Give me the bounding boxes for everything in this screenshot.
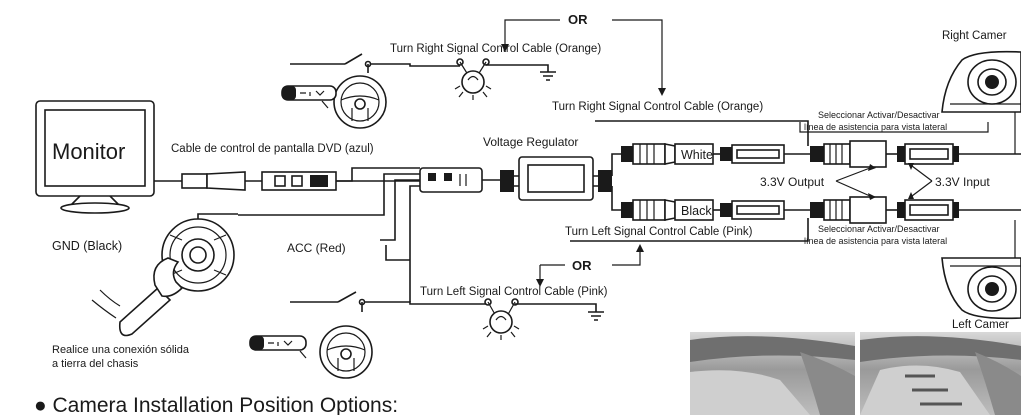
bottom-signal-circuit: [290, 291, 604, 340]
output-arrows: [835, 164, 876, 200]
or-top-arrow: [501, 19, 666, 96]
camera-options-heading: ● Camera Installation Position Options:: [34, 394, 398, 415]
right-camera-icon: [941, 50, 1021, 154]
select-bottom-line1: Seleccionar Activar/Desactivar: [818, 224, 940, 234]
output-label: 3.3V Output: [760, 175, 825, 189]
top-signal-circuit: [290, 53, 556, 100]
or-top-label: OR: [568, 12, 588, 27]
voltage-regulator: [500, 156, 612, 201]
left-camera-icon: [941, 220, 1021, 320]
monitor-cable: [154, 167, 420, 191]
or-bottom-arrow: [536, 244, 644, 287]
steering-wheel-bottom-icon: [319, 325, 373, 379]
select-top-bracket: [799, 122, 989, 133]
input-arrows: [908, 163, 933, 199]
dvd-cable-label: Cable de control de pantalla DVD (azul): [171, 143, 374, 155]
output-split: [611, 153, 621, 211]
black-connector: [621, 199, 810, 221]
camera-connector-bottom: [810, 196, 1021, 224]
gnd-label: GND (Black): [52, 239, 122, 253]
steering-wheel-top-icon: [333, 75, 387, 129]
turn-lever-bottom-icon: [249, 335, 307, 359]
camera-preview-right: [860, 332, 1021, 415]
ground-bolt-wrench-icon: [91, 213, 238, 337]
acc-label: ACC (Red): [287, 241, 346, 255]
voltage-regulator-label: Voltage Regulator: [483, 135, 578, 149]
main-harness-connector: [419, 167, 500, 193]
or-bottom-label: OR: [572, 258, 592, 273]
ground-note-line2: a tierra del chasis: [52, 358, 139, 370]
ground-note-line1: Realice una conexión sólida: [52, 344, 190, 356]
ground-and-acc-wires: [238, 173, 420, 302]
turn-right-mid-wire: [595, 120, 809, 146]
input-label: 3.3V Input: [935, 175, 990, 189]
camera-connector-top: [810, 140, 1021, 168]
white-connector: [621, 143, 810, 165]
turn-left-mid-wire: [570, 218, 809, 242]
monitor-label: Monitor: [52, 139, 125, 164]
right-camera-label: Right Camer: [942, 30, 1007, 42]
turn-right-top-label: Turn Right Signal Control Cable (Orange): [390, 43, 601, 55]
monitor-icon: [35, 100, 155, 214]
white-label: White: [681, 148, 713, 162]
left-camera-label: Left Camer: [952, 319, 1009, 331]
camera-preview-left: [690, 332, 855, 415]
black-label: Black: [681, 204, 712, 218]
turn-left-bottom-label: Turn Left Signal Control Cable (Pink): [420, 286, 608, 298]
turn-right-mid-label: Turn Right Signal Control Cable (Orange): [552, 101, 763, 113]
turn-lever-top-icon: [281, 85, 337, 109]
select-top-line1: Seleccionar Activar/Desactivar: [818, 110, 940, 120]
select-top-line2: línea de asistencia para vista lateral: [804, 122, 947, 132]
turn-left-mid-label: Turn Left Signal Control Cable (Pink): [565, 226, 753, 238]
select-bottom-line2: línea de asistencia para vista lateral: [804, 236, 947, 246]
